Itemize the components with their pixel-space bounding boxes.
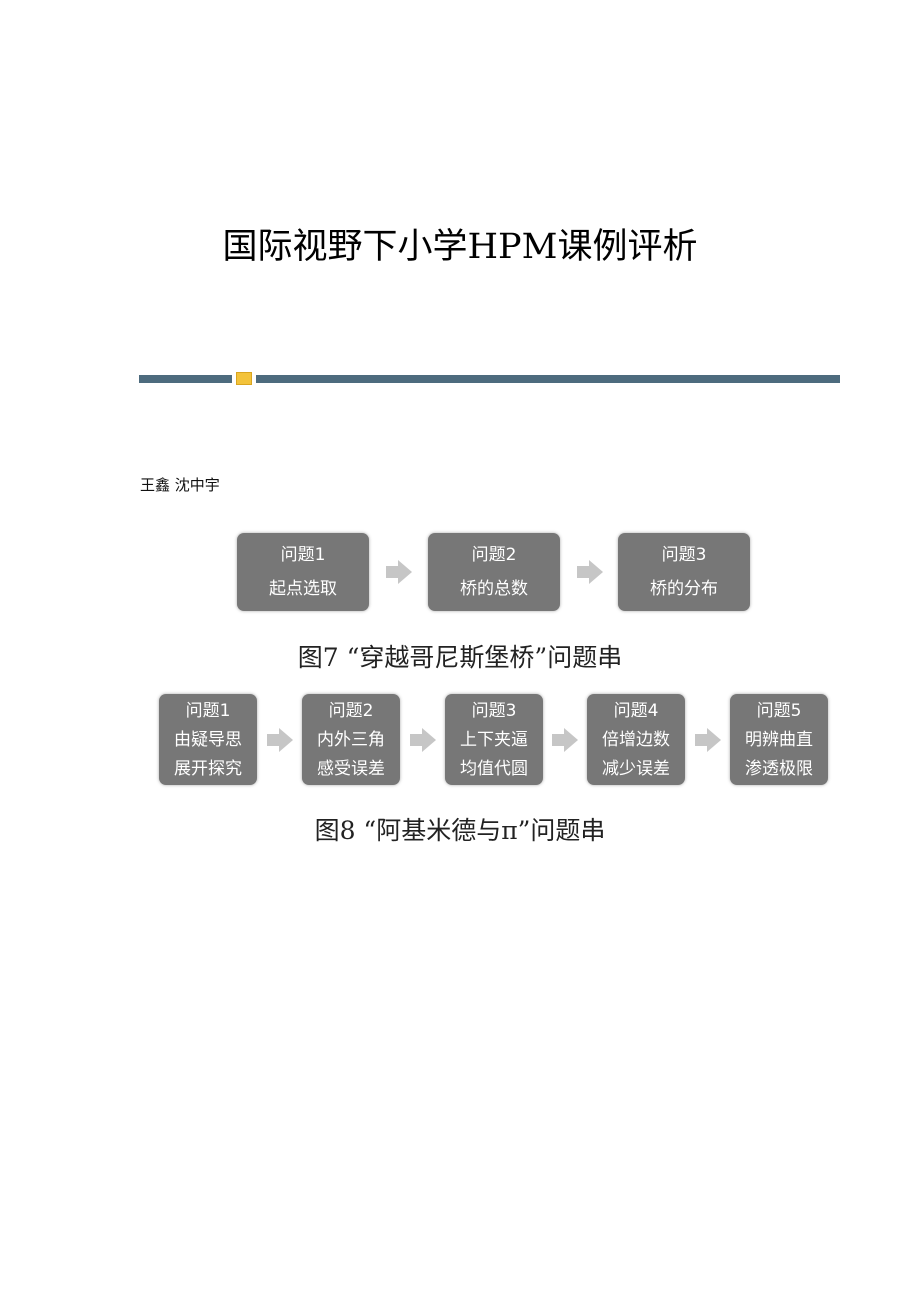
box-heading: 问题1 xyxy=(185,701,231,721)
box-text: 内外三角 xyxy=(317,730,385,750)
box-text: 桥的分布 xyxy=(650,579,718,599)
flow-box: 问题3 上下夹逼均值代圆 xyxy=(445,694,543,785)
arrow-right-icon xyxy=(695,728,721,752)
flow-box: 问题3 桥的分布 xyxy=(618,533,750,611)
box-text: 倍增边数 xyxy=(602,730,670,750)
box-heading: 问题5 xyxy=(756,701,802,721)
arrow-right-icon xyxy=(410,728,436,752)
box-text: 减少误差 xyxy=(602,759,670,779)
box-text: 展开探究 xyxy=(174,759,242,779)
figure-caption: 图7 “穿越哥尼斯堡桥”问题串 xyxy=(297,643,623,672)
box-text: 起点选取 xyxy=(269,579,337,599)
authors: 王鑫 沈中宇 xyxy=(140,476,220,494)
flow-box: 问题2 桥的总数 xyxy=(428,533,560,611)
arrow-right-icon xyxy=(267,728,293,752)
figure-caption: 图8 “阿基米德与π”问题串 xyxy=(314,816,606,845)
divider-left xyxy=(139,375,232,383)
flow-box: 问题4 倍增边数减少误差 xyxy=(587,694,685,785)
box-text: 明辨曲直 xyxy=(745,730,813,750)
flow-box: 问题2 内外三角感受误差 xyxy=(302,694,400,785)
divider-right xyxy=(256,375,840,383)
box-heading: 问题1 xyxy=(280,545,326,565)
envelope-icon xyxy=(236,372,252,385)
box-heading: 问题3 xyxy=(661,545,707,565)
box-text: 渗透极限 xyxy=(745,759,813,779)
flow-box: 问题1 起点选取 xyxy=(237,533,369,611)
box-text: 由疑导思 xyxy=(174,730,242,750)
arrow-right-icon xyxy=(386,560,412,584)
box-text: 桥的总数 xyxy=(460,579,528,599)
arrow-right-icon xyxy=(577,560,603,584)
arrow-right-icon xyxy=(552,728,578,752)
box-text: 感受误差 xyxy=(317,759,385,779)
flow-box: 问题1 由疑导思展开探究 xyxy=(159,694,257,785)
box-heading: 问题4 xyxy=(613,701,659,721)
box-heading: 问题3 xyxy=(471,701,517,721)
box-text: 上下夹逼 xyxy=(460,730,528,750)
box-text: 均值代圆 xyxy=(460,759,528,779)
flow-box: 问题5 明辨曲直渗透极限 xyxy=(730,694,828,785)
box-heading: 问题2 xyxy=(471,545,517,565)
box-heading: 问题2 xyxy=(328,701,374,721)
document-title: 国际视野下小学HPM课例评析 xyxy=(222,227,698,267)
